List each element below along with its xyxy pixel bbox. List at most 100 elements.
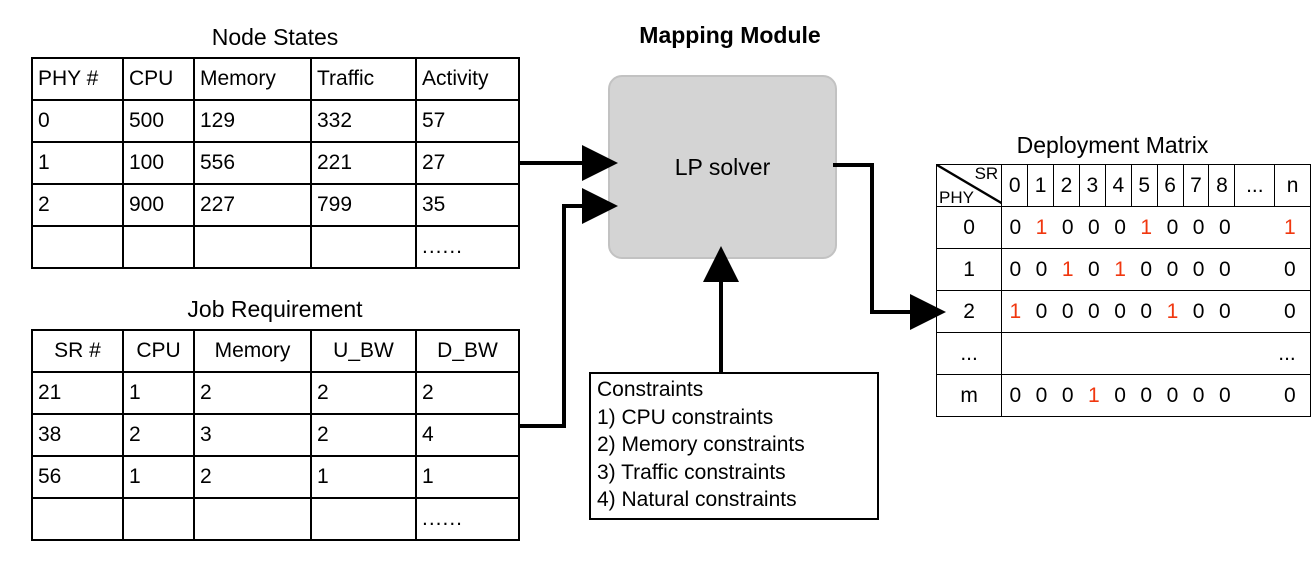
matrix-cell: 0 bbox=[1218, 383, 1231, 407]
matrix-column-header: 4 bbox=[1104, 164, 1132, 207]
matrix-column-header: n bbox=[1274, 164, 1311, 207]
node-states-table: PHY # CPU Memory Traffic Activity 0 500 … bbox=[31, 57, 520, 269]
cell: 2 bbox=[310, 371, 417, 415]
matrix-column-header: 6 bbox=[1156, 164, 1184, 207]
cell: 2 bbox=[31, 183, 124, 227]
matrix-cell: 0 bbox=[1140, 257, 1153, 281]
constraint-item-memory: 2) Memory constraints bbox=[597, 433, 805, 456]
matrix-cell: 0 bbox=[1192, 257, 1205, 281]
matrix-cell-tail: 0 bbox=[1284, 383, 1296, 407]
matrix-cell-tail: 0 bbox=[1284, 257, 1296, 281]
matrix-cell: 0 bbox=[1218, 257, 1231, 281]
matrix-cell: 0 bbox=[1009, 383, 1022, 407]
matrix-ellipsis: ... bbox=[1278, 341, 1296, 365]
constraints-heading: Constraints bbox=[597, 378, 704, 401]
matrix-row: ... ... bbox=[935, 332, 1311, 375]
cell: 27 bbox=[415, 141, 520, 185]
column-header: Memory bbox=[193, 329, 312, 373]
cell: 1 bbox=[415, 455, 520, 499]
cell: 500 bbox=[122, 99, 195, 143]
matrix-cell: 0 bbox=[1140, 299, 1153, 323]
matrix-column-header: 5 bbox=[1130, 164, 1158, 207]
diagonal-divider-icon bbox=[937, 165, 1002, 206]
cell: 221 bbox=[310, 141, 417, 185]
cell: 129 bbox=[193, 99, 312, 143]
matrix-cell: 0 bbox=[1140, 383, 1153, 407]
column-header: D_BW bbox=[415, 329, 520, 373]
cell bbox=[122, 225, 195, 269]
table-row: 38 2 3 2 4 bbox=[31, 413, 520, 457]
column-header: Traffic bbox=[310, 57, 417, 101]
matrix-cell-tail: 0 bbox=[1284, 299, 1296, 323]
cell: 332 bbox=[310, 99, 417, 143]
matrix-cell: 0 bbox=[1166, 383, 1179, 407]
arrow-solver-to-deployment-matrix bbox=[833, 163, 946, 330]
matrix-cell: 0 bbox=[1192, 383, 1205, 407]
constraint-item-cpu: 1) CPU constraints bbox=[597, 405, 774, 429]
matrix-row-header: 0 bbox=[935, 206, 1003, 249]
matrix-column-header: 1 bbox=[1027, 164, 1055, 207]
matrix-corner-cell: SR PHY bbox=[935, 164, 1003, 207]
table-row: ...... bbox=[31, 225, 520, 269]
cell: 1 bbox=[31, 141, 124, 185]
matrix-cell: 0 bbox=[1218, 215, 1231, 239]
arrow-job-requirement-to-solver bbox=[518, 188, 618, 428]
cell: 1 bbox=[310, 455, 417, 499]
matrix-column-header: 7 bbox=[1182, 164, 1210, 207]
matrix-col-axis-label: SR bbox=[974, 164, 999, 183]
column-header: CPU bbox=[122, 329, 195, 373]
matrix-cell: 1 bbox=[1035, 215, 1048, 239]
matrix-column-header: 0 bbox=[1001, 164, 1029, 207]
matrix-row-axis-label: PHY bbox=[939, 188, 974, 207]
cell: 38 bbox=[31, 413, 124, 457]
cell: 57 bbox=[415, 99, 520, 143]
cell bbox=[31, 497, 124, 541]
table-row: 21 1 2 2 2 bbox=[31, 371, 520, 415]
cell bbox=[193, 497, 312, 541]
constraints-box: Constraints 1) CPU constraints 2) Memory… bbox=[589, 372, 879, 520]
matrix-cell: 0 bbox=[1114, 383, 1126, 407]
deployment-matrix-title: Deployment Matrix bbox=[1016, 132, 1209, 158]
cell: 21 bbox=[31, 371, 124, 415]
node-states-table-wrap: PHY # CPU Memory Traffic Activity 0 500 … bbox=[31, 57, 520, 269]
matrix-cell: 0 bbox=[1088, 257, 1100, 281]
matrix-cell: 0 bbox=[1114, 299, 1126, 323]
matrix-cell: 0 bbox=[1166, 257, 1179, 281]
cell: 900 bbox=[122, 183, 195, 227]
cell: 2 bbox=[193, 455, 312, 499]
column-header: Activity bbox=[415, 57, 520, 101]
cell: 2 bbox=[415, 371, 520, 415]
matrix-cell: 0 bbox=[1061, 215, 1074, 239]
matrix-row-header: 2 bbox=[935, 290, 1003, 333]
matrix-column-header: 2 bbox=[1053, 164, 1080, 207]
lp-solver-box[interactable]: LP solver bbox=[608, 75, 837, 259]
matrix-row-header: 1 bbox=[935, 248, 1003, 291]
cell: 4 bbox=[415, 413, 520, 457]
column-header: Memory bbox=[193, 57, 312, 101]
cell: 2 bbox=[122, 413, 195, 457]
node-states-title: Node States bbox=[211, 24, 339, 50]
matrix-cell: 0 bbox=[1088, 299, 1100, 323]
matrix-cell: 0 bbox=[1009, 215, 1022, 239]
ellipsis-cell: ...... bbox=[415, 497, 520, 541]
matrix-cell: 0 bbox=[1061, 299, 1074, 323]
matrix-cell: 0 bbox=[1166, 215, 1179, 239]
matrix-cell: 1 bbox=[1088, 383, 1100, 407]
column-header: SR # bbox=[31, 329, 124, 373]
cell bbox=[193, 225, 312, 269]
table-row: ...... bbox=[31, 497, 520, 541]
matrix-cell: 0 bbox=[1009, 257, 1022, 281]
matrix-cell: 1 bbox=[1061, 257, 1074, 281]
matrix-cell: 1 bbox=[1166, 299, 1179, 323]
cell bbox=[122, 497, 195, 541]
matrix-column-header: ... bbox=[1234, 164, 1276, 207]
cell: 35 bbox=[415, 183, 520, 227]
cell bbox=[31, 225, 124, 269]
cell: 0 bbox=[31, 99, 124, 143]
matrix-column-header: 8 bbox=[1208, 164, 1236, 207]
